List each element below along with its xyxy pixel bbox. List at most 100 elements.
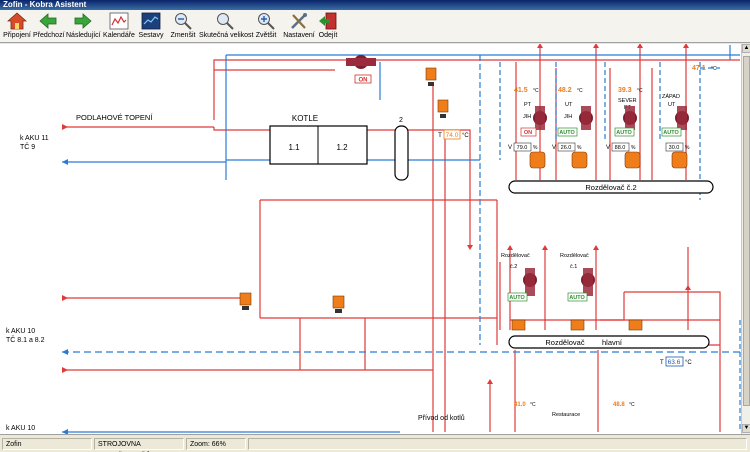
main-temp-value: 63.6	[668, 359, 681, 366]
status-empty	[248, 438, 747, 450]
status-app: Zofin	[2, 438, 92, 450]
pump-distributor-1[interactable]: Rozdělovač č.1 AUTO	[560, 253, 595, 302]
circuit-valve-prefix: V	[552, 145, 556, 151]
bottom-temp-1: 41.0	[514, 402, 526, 408]
calendar-chart-icon	[109, 12, 129, 30]
zoom-in-label: Zvětšit	[255, 32, 277, 39]
exit-button[interactable]: Odejít	[317, 11, 339, 42]
settings-label: Nastavení	[283, 32, 315, 39]
boiler-1-label: 1.1	[288, 143, 300, 152]
bottom-temp-2-unit: °C	[629, 402, 635, 408]
hot-pipes	[62, 45, 740, 432]
circuit-sever-pt[interactable]: 39.3 °C SEVER PT AUTO V 88.0 %	[606, 87, 643, 169]
aku10-label: k AKU 10	[6, 328, 35, 335]
circuit-valve-unit: %	[685, 145, 690, 151]
boiler-temp-prefix: T	[438, 132, 442, 139]
valve-actuator[interactable]	[511, 319, 526, 331]
boiler-2-label: 1.2	[336, 143, 348, 152]
circuit-name-b: JIH	[564, 114, 572, 120]
connect-label: Připojení	[3, 32, 31, 39]
heating-schematic: KOTLE 1.1 1.2 2 PODLAHOVÉ TOPENÍ k AKU 1…	[6, 44, 741, 434]
exit-label: Odejít	[318, 32, 338, 39]
circuit-name-b: JIH	[523, 114, 531, 120]
valve-actuator[interactable]	[425, 67, 437, 86]
circuit-valve-unit: %	[533, 145, 538, 151]
main-distributor-label-b: hlavní	[602, 338, 623, 347]
scroll-down-icon[interactable]: ▼	[742, 424, 750, 433]
pump-c2-label: Rozdělovač	[501, 253, 530, 259]
settings-button[interactable]: Nastavení	[283, 11, 315, 42]
pump-c1-state: AUTO	[569, 295, 585, 301]
cold-arrows	[62, 159, 68, 434]
actual-size-button[interactable]: Skutečná velikost	[199, 11, 253, 42]
circuit-name-a: PT	[524, 102, 532, 108]
circuit-name-a: SEVER	[618, 98, 637, 104]
circuit-valve-value: 26.0	[561, 145, 572, 151]
sets-label: Sestavy	[138, 32, 164, 39]
valve-actuator[interactable]	[628, 319, 643, 331]
pump-c2-number: č.2	[510, 264, 517, 270]
circuit-ut-jih[interactable]: 48.2 °C UT JIH AUTO V 26.0 %	[552, 87, 593, 169]
schematic-canvas: KOTLE 1.1 1.2 2 PODLAHOVÉ TOPENÍ k AKU 1…	[0, 44, 741, 434]
zoom-in-button[interactable]: Zvětšit	[254, 11, 278, 42]
exit-door-icon	[319, 12, 337, 30]
valve-actuator[interactable]	[437, 99, 449, 118]
scroll-up-icon[interactable]: ▲	[742, 44, 750, 53]
circuit-temp-unit: °C	[637, 88, 643, 94]
circuit-valve-unit: %	[577, 145, 582, 151]
circuit-name-a: ZÁPAD	[662, 93, 680, 100]
vertical-scrollbar[interactable]: ▲ ▼	[741, 44, 750, 434]
boiler-supply-label: Přívod od kotlů	[418, 414, 465, 422]
zoom-out-button[interactable]: Zmenšit	[169, 11, 197, 42]
cold-pipes	[62, 45, 741, 433]
pump-c1-label: Rozdělovač	[560, 253, 589, 259]
prev-button[interactable]: Předchozí	[33, 11, 65, 42]
circuit-valve-value: 30.0	[669, 145, 680, 151]
circuit-valve-prefix: V	[606, 145, 610, 151]
bottom-temp-2: 48.8	[613, 402, 625, 408]
circuit-temp-unit: °C	[577, 88, 583, 94]
calendars-label: Kalendáře	[103, 32, 135, 39]
report-icon	[141, 12, 161, 30]
zoom-out-icon	[175, 13, 192, 30]
calendars-button[interactable]: Kalendáře	[103, 11, 135, 42]
arrow-left-icon	[39, 13, 57, 29]
main-distributor-label-a: Rozdělovač	[545, 338, 584, 347]
circuit-zapad-ut[interactable]: 47.1 °C ZÁPAD UT AUTO 30.0 %	[661, 65, 717, 169]
pump-c1-number: č.1	[570, 264, 577, 270]
tools-icon	[291, 13, 307, 29]
status-bar: Zofin STROJOVNA ROZDĚLOVAČŮ Zoom: 66%	[0, 434, 750, 452]
valve-actuator[interactable]	[570, 319, 585, 331]
circuit-temp: 39.3	[618, 87, 632, 94]
valve-actuator[interactable]	[239, 292, 252, 310]
circuit-name-a: UT	[565, 102, 573, 108]
sets-button[interactable]: Sestavy	[137, 11, 165, 42]
main-temp-prefix: T	[660, 360, 664, 366]
circuit-temp: 41.5	[514, 87, 528, 94]
connect-button[interactable]: Připojení	[3, 11, 31, 42]
scroll-thumb[interactable]	[743, 56, 750, 406]
home-icon	[7, 12, 27, 30]
pump-distributor-2[interactable]: Rozdělovač č.2 AUTO	[501, 253, 537, 302]
valve-actuator[interactable]	[332, 295, 345, 313]
prev-label: Předchozí	[33, 32, 65, 39]
status-zoom: Zoom: 66%	[186, 438, 246, 450]
main-temp-unit: °C	[685, 360, 692, 366]
circuit-valve-prefix: V	[508, 145, 512, 151]
arrow-right-icon	[74, 13, 92, 29]
circuit-temp: 47.1	[692, 65, 706, 72]
circuit-name-b: UT	[668, 102, 676, 108]
circuit-temp-unit: °C	[711, 66, 717, 72]
next-button[interactable]: Následující	[66, 11, 101, 42]
circuit-temp-unit: °C	[533, 88, 539, 94]
circuit-valve-unit: %	[631, 145, 636, 151]
next-label: Následující	[66, 32, 101, 39]
circuit-state: AUTO	[559, 130, 575, 136]
pump-c2-state: AUTO	[509, 295, 525, 301]
hydraulic-separator	[394, 125, 409, 181]
main-distributor	[508, 335, 710, 349]
toolbar: Připojení Předchozí Následující Kalendář…	[0, 10, 750, 43]
circuit-pt-jih[interactable]: 41.5 °C PT JIH ON V 79.0 %	[508, 87, 547, 169]
top-pump[interactable]: ON	[346, 55, 376, 84]
circuit-valve-value: 88.0	[615, 145, 626, 151]
